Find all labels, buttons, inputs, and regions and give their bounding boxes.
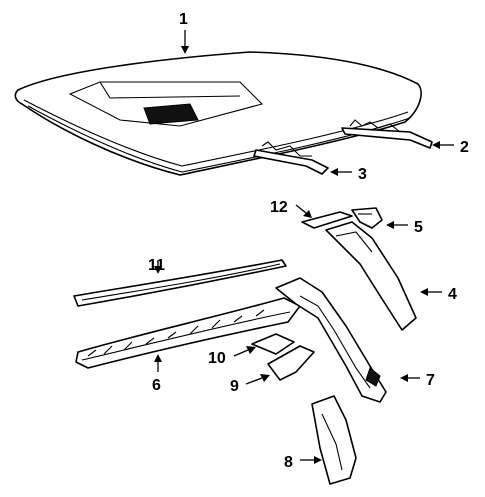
callout-4: 4 <box>448 286 457 303</box>
callout-8: 8 <box>284 454 293 471</box>
gusset-5 <box>351 207 383 229</box>
drip-molding-11 <box>73 259 287 307</box>
callout-7: 7 <box>426 372 435 389</box>
bracket-12 <box>301 211 353 229</box>
callout-2: 2 <box>460 139 469 156</box>
pillar-panel-4 <box>325 221 417 331</box>
callout-1: 1 <box>179 11 188 28</box>
lower-pillar-8 <box>311 395 357 485</box>
callout-5: 5 <box>414 219 423 236</box>
callout-10: 10 <box>208 350 226 367</box>
roof-rail-front <box>253 141 329 175</box>
a-pillar-inner-7 <box>275 277 387 403</box>
leader-lines <box>154 30 454 464</box>
bracket-9 <box>267 345 315 381</box>
callout-6: 6 <box>152 377 161 394</box>
callout-labels: 1 2 3 4 5 6 7 8 9 10 11 12 <box>148 11 469 471</box>
callout-12: 12 <box>270 199 288 216</box>
roof-rail-rear <box>341 119 433 149</box>
callout-3: 3 <box>358 166 367 183</box>
callout-11: 11 <box>148 257 165 274</box>
bracket-10 <box>251 333 295 355</box>
callout-9: 9 <box>230 378 239 395</box>
side-rail-6 <box>75 297 301 369</box>
roof-panel <box>14 51 422 176</box>
